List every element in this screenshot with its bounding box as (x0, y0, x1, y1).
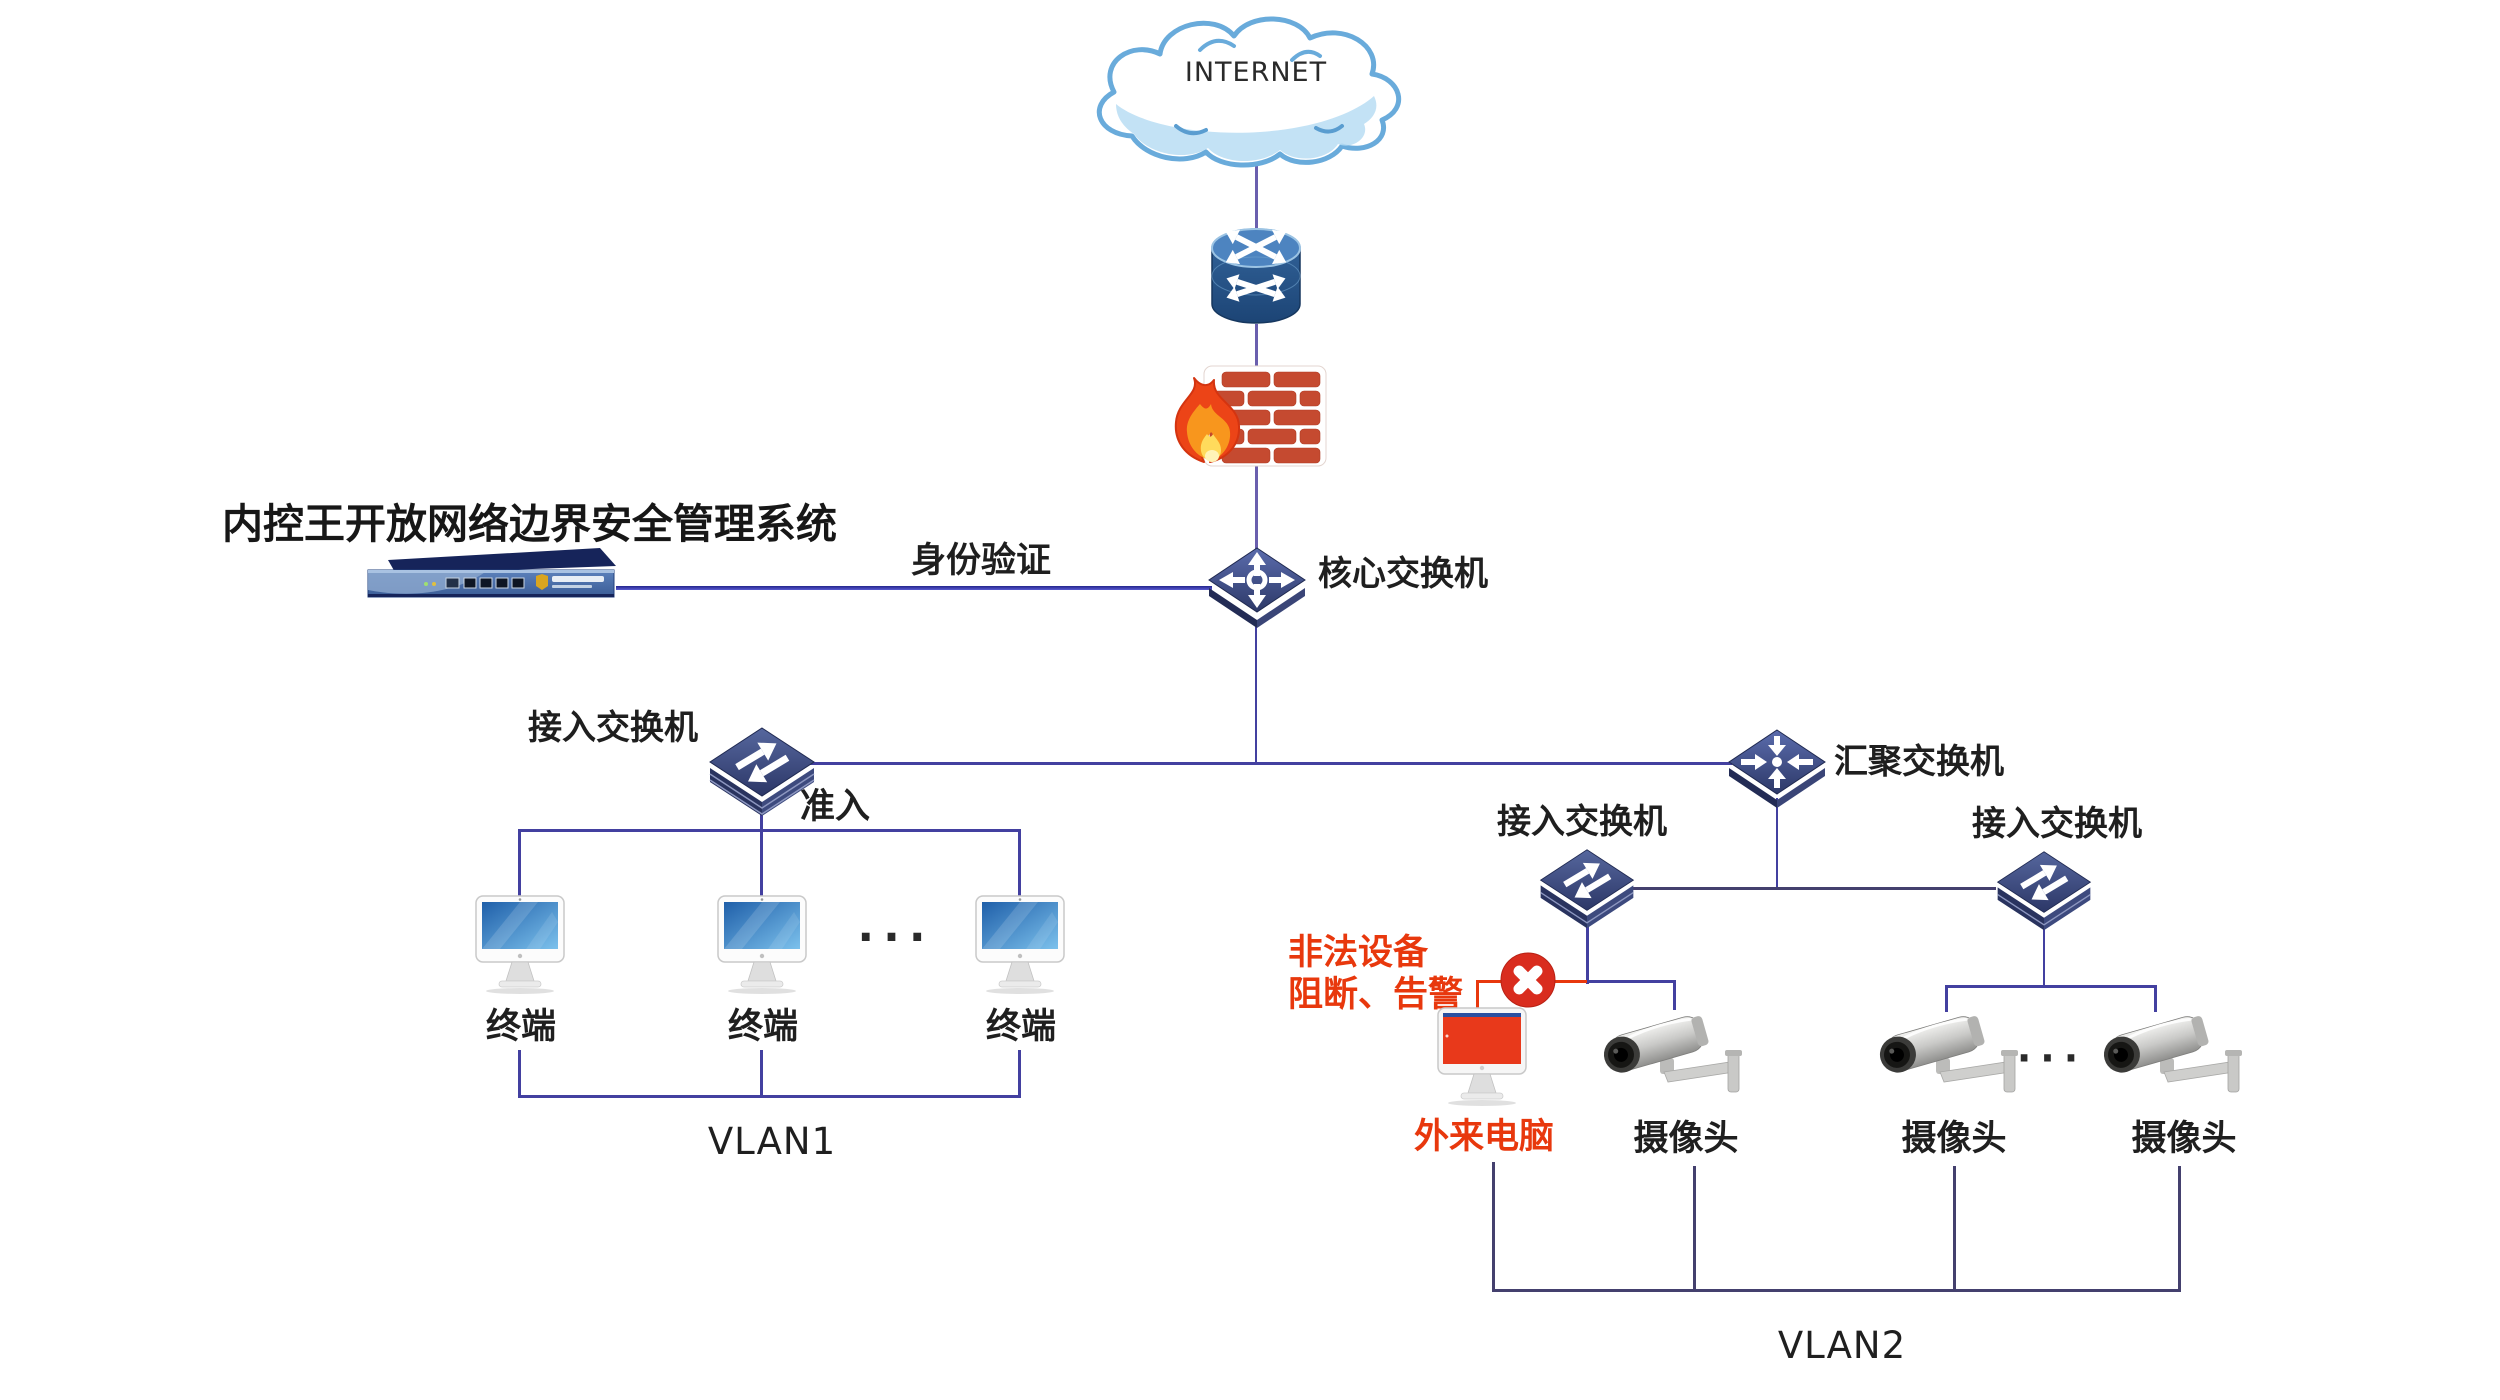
aggregation-switch-icon (1725, 728, 1829, 808)
access-switch-right1-icon (1534, 848, 1640, 930)
edge-accessleft-terminal2 (760, 808, 763, 896)
management-appliance-icon (360, 548, 616, 600)
edge-tier2-horizontal (1633, 887, 1996, 890)
access-switch-right1-label: 接入交换机 (1497, 802, 1667, 842)
terminals-ellipsis: ··· (857, 912, 935, 963)
internet-label: INTERNET (1184, 57, 1328, 88)
edge-terminal2-bus (760, 1050, 763, 1098)
cameras-ellipsis: ··· (2016, 1036, 2088, 1080)
access-switch-right2-icon (1991, 850, 2097, 932)
edge-vlan1-topbus (518, 829, 1021, 832)
edge-terminal3-bus (1018, 1050, 1021, 1098)
router-icon (1207, 224, 1305, 328)
camera3-icon (2096, 1000, 2248, 1102)
access-switch-right2-label: 接入交换机 (1972, 804, 2142, 844)
admission-label: 准入 (800, 787, 871, 827)
edge-vlan1-bottombus (518, 1095, 1021, 1098)
terminal1-label: 终端 (485, 1007, 557, 1047)
illegal-device-label-line1: 非法设备 (1288, 933, 1429, 973)
terminal2-label: 终端 (727, 1007, 799, 1047)
foreign-pc-icon (1427, 1006, 1537, 1108)
auth-link-label: 身份验证 (910, 541, 1052, 581)
edge-tier1-horizontal (810, 762, 1732, 765)
edge-vlan2-bus (1492, 1289, 2181, 1292)
vlan1-label: VLAN1 (707, 1120, 837, 1163)
edge-tier3-horizontal (1945, 985, 2157, 988)
edge-cloud-router (1255, 166, 1258, 228)
terminal1-icon (468, 894, 572, 996)
aggregation-switch-label: 汇聚交换机 (1834, 742, 2004, 782)
edge-block-drop-pc (1476, 980, 1479, 1010)
edge-camera1-bus (1693, 1166, 1696, 1292)
edge-appliance-core (616, 586, 1212, 590)
edge-camera3-drop (2154, 985, 2157, 1012)
terminal3-icon (968, 894, 1072, 996)
core-switch-icon (1205, 546, 1309, 630)
camera3-label: 摄像头 (2131, 1119, 2237, 1159)
edge-camera2-bus (1953, 1166, 1956, 1292)
edge-drop-terminal3 (1018, 829, 1021, 896)
edge-raccess2-down (2043, 926, 2045, 988)
camera2-icon (1872, 1000, 2024, 1102)
access-switch-left-label: 接入交换机 (528, 708, 698, 748)
terminal2-icon (710, 894, 814, 996)
access-switch-left-icon (704, 726, 820, 818)
edge-drop-terminal1 (518, 829, 521, 896)
camera1-icon (1596, 1000, 1748, 1102)
block-x-icon (1498, 950, 1558, 1010)
core-switch-label: 核心交换机 (1318, 554, 1488, 594)
vlan2-label: VLAN2 (1777, 1324, 1907, 1367)
edge-junction-camera1 (1587, 980, 1675, 983)
edge-terminal1-bus (518, 1050, 521, 1098)
edge-core-tier1 (1255, 620, 1257, 764)
edge-camera2-drop (1945, 985, 1948, 1012)
edge-foreignpc-bus (1492, 1162, 1495, 1292)
terminal3-label: 终端 (985, 1007, 1057, 1047)
edge-camera1-drop (1673, 980, 1676, 1010)
edge-raccess1-down (1586, 922, 1589, 984)
management-system-title: 内控王开放网络边界安全管理系统 (222, 500, 837, 548)
foreign-pc-label: 外来电脑 (1413, 1117, 1555, 1157)
illegal-device-label-line2: 阻断、告警 (1288, 975, 1464, 1015)
camera2-label: 摄像头 (1901, 1119, 2007, 1159)
edge-agg-down (1776, 798, 1778, 890)
edge-firewall-core (1255, 464, 1258, 552)
firewall-icon (1160, 364, 1330, 474)
internet-cloud-icon (1080, 8, 1425, 176)
edge-camera3-bus (2178, 1166, 2181, 1292)
edge-router-firewall (1255, 324, 1258, 372)
camera1-label: 摄像头 (1633, 1119, 1739, 1159)
